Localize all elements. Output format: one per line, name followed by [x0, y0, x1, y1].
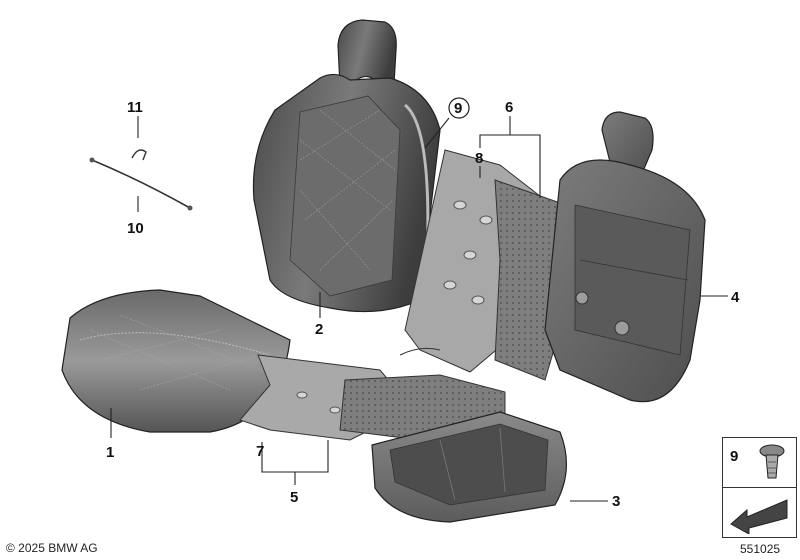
callout-8: 8	[475, 150, 483, 167]
trim-clip-part	[131, 149, 147, 161]
arrow-icon	[730, 499, 788, 534]
seat-base-shell-part	[371, 411, 568, 523]
callout-11: 11	[127, 99, 143, 116]
callout-4: 4	[731, 289, 740, 306]
legend-part-number: 9	[730, 448, 739, 465]
callout-10: 10	[127, 220, 144, 237]
callout-7: 7	[256, 443, 264, 460]
copyright-notice: © 2025 BMW AG	[6, 541, 98, 555]
diagram-number: 551025	[740, 542, 781, 556]
parts-legend-box: 9	[722, 437, 797, 538]
callout-3: 3	[612, 493, 620, 510]
callout-5: 5	[290, 489, 298, 506]
callout-1: 1	[106, 444, 114, 461]
legend-divider	[723, 487, 796, 488]
callout-2: 2	[315, 321, 323, 338]
callout-9: 9	[454, 100, 462, 117]
backrest-cover-part	[252, 19, 441, 313]
trim-wire-part	[89, 157, 193, 211]
backrest-rear-shell-part	[544, 111, 706, 403]
leader-lines	[110, 116, 728, 502]
callout-6: 6	[505, 99, 513, 116]
rivet-icon	[759, 444, 785, 479]
callout-9-circle	[448, 97, 470, 119]
